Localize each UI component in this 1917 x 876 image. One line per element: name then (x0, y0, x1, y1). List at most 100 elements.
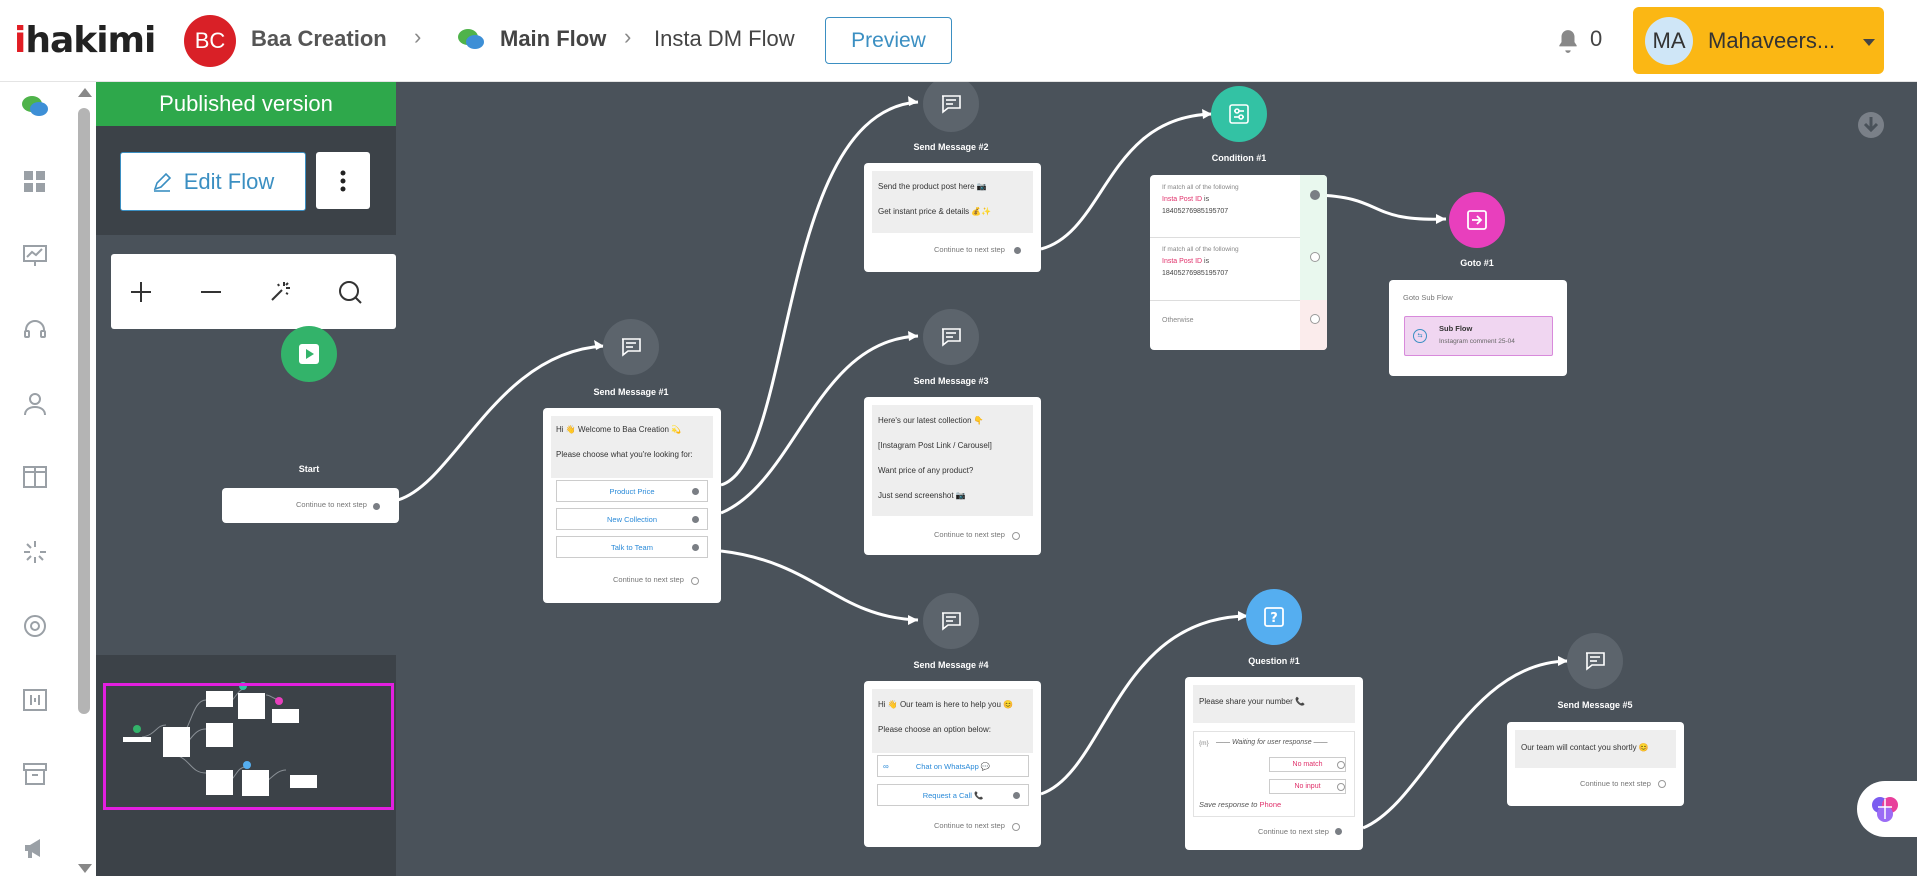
goto-node-card[interactable]: Goto Sub Flow ⇆ Sub Flow Instagram comme… (1389, 280, 1567, 376)
output-port[interactable] (1310, 314, 1320, 324)
reply-button-request-call[interactable]: Request a Call 📞 (877, 784, 1029, 806)
goto-node-icon[interactable] (1449, 192, 1505, 248)
plus-icon (131, 282, 151, 302)
publish-panel: Published version Edit Flow (96, 82, 396, 235)
output-port[interactable] (1014, 247, 1021, 254)
workspace-avatar[interactable]: BC (184, 15, 236, 67)
minimap-viewport[interactable] (103, 683, 394, 810)
preview-button[interactable]: Preview (825, 17, 952, 64)
condition-icon (1229, 104, 1249, 124)
link-icon: ∞ (883, 761, 889, 771)
breadcrumb-chevron-icon: › (624, 24, 632, 49)
save-response-label: Save response to Phone (1199, 800, 1282, 809)
brain-icon (1872, 797, 1898, 822)
dashboard-grid-icon[interactable] (21, 168, 49, 196)
message-bubble: Hi 👋 Welcome to Baa Creation 💫 Please ch… (551, 416, 713, 478)
start-node-icon[interactable] (281, 326, 337, 382)
no-match-branch[interactable]: No match (1269, 757, 1346, 772)
output-port[interactable] (692, 516, 699, 523)
scroll-up-arrow-icon[interactable] (78, 88, 92, 97)
app-logo[interactable]: ihakimi (14, 20, 156, 61)
message-node-icon[interactable] (603, 319, 659, 375)
condition-rule: If match all of the following Insta Post… (1162, 184, 1239, 215)
reply-button-talk-to-team[interactable]: Talk to Team (556, 536, 708, 558)
output-port[interactable] (1310, 252, 1320, 262)
condition-node-card[interactable]: If match all of the following Insta Post… (1150, 175, 1327, 350)
sidebar-scrollbar[interactable] (74, 82, 96, 876)
auto-layout-button[interactable] (264, 276, 296, 308)
condition-node-icon[interactable] (1211, 86, 1267, 142)
no-input-branch[interactable]: No input (1269, 779, 1346, 794)
message-node-title: Send Message #3 (913, 376, 989, 386)
edit-flow-button[interactable]: Edit Flow (120, 152, 306, 211)
output-port[interactable] (692, 488, 699, 495)
output-port[interactable] (1310, 190, 1320, 200)
continue-label: Continue to next step (934, 245, 1005, 254)
chat-bubbles-icon[interactable] (21, 93, 49, 121)
contacts-icon[interactable] (21, 390, 49, 418)
question-prompt: Please share your number 📞 (1193, 685, 1355, 723)
ai-assistant-button[interactable] (1857, 781, 1917, 837)
subflow-target[interactable]: ⇆ Sub Flow Instagram comment 25-04 (1404, 316, 1553, 356)
message-node-card[interactable]: Send the product post here 📷 Get instant… (864, 163, 1041, 272)
megaphone-icon[interactable] (21, 834, 49, 862)
reply-button-whatsapp[interactable]: ∞ Chat on WhatsApp 💬 (877, 755, 1029, 777)
output-port[interactable] (691, 577, 699, 585)
flow-canvas[interactable]: Published version Edit Flow Start Contin (96, 82, 1917, 876)
reply-button-product-price[interactable]: Product Price (556, 480, 708, 502)
output-port[interactable] (1335, 828, 1342, 835)
question-node-card[interactable]: Please share your number 📞 {m} —— Waitin… (1185, 677, 1363, 850)
output-port[interactable] (692, 544, 699, 551)
message-node-card[interactable]: Hi 👋 Our team is here to help you 😊 Plea… (864, 681, 1041, 847)
help-lifebuoy-icon[interactable] (21, 612, 49, 640)
message-node-icon[interactable] (923, 82, 979, 132)
output-port[interactable] (373, 503, 380, 510)
chat-icon (942, 95, 961, 114)
breadcrumb-main-flow[interactable]: Main Flow (500, 26, 607, 51)
output-port[interactable] (1013, 792, 1020, 799)
question-icon: ? (1264, 607, 1284, 627)
output-port[interactable] (1012, 823, 1020, 831)
condition-node-title: Condition #1 (1211, 153, 1267, 163)
start-node-card[interactable]: Continue to next step (222, 488, 399, 523)
arrow-head-icon (594, 340, 604, 350)
analytics-icon[interactable] (21, 242, 49, 270)
message-node-card[interactable]: Our team will contact you shortly 😊 Cont… (1507, 722, 1684, 806)
output-port[interactable] (1658, 780, 1666, 788)
support-headset-icon[interactable] (21, 316, 49, 344)
top-header: ihakimi BC Baa Creation › Main Flow › In… (0, 0, 1917, 82)
zoom-in-button[interactable] (125, 276, 157, 308)
automation-icon[interactable] (21, 538, 49, 566)
scroll-down-arrow-icon[interactable] (78, 864, 92, 873)
search-button[interactable] (334, 276, 366, 308)
message-node-card[interactable]: Hi 👋 Welcome to Baa Creation 💫 Please ch… (543, 408, 721, 603)
user-name: Mahaveers... (1708, 28, 1836, 53)
output-port[interactable] (1337, 761, 1345, 769)
flow-minimap[interactable] (96, 655, 396, 876)
connection-msg1-msg4 (720, 549, 919, 622)
continue-label: Continue to next step (934, 530, 1005, 539)
message-node-card[interactable]: Here's our latest collection 👇 [Instagra… (864, 397, 1041, 555)
message-node-icon[interactable] (923, 593, 979, 649)
question-node-icon[interactable]: ? (1246, 589, 1302, 645)
scrollbar-thumb[interactable] (78, 108, 90, 714)
message-node-title: Send Message #1 (593, 387, 669, 397)
output-port[interactable] (1012, 532, 1020, 540)
search-icon (339, 281, 362, 304)
connection-cond1-goto1 (1315, 193, 1447, 221)
breadcrumb-workspace[interactable]: Baa Creation (251, 26, 387, 51)
connection-msg1-msg3 (720, 334, 919, 515)
download-icon[interactable] (1857, 111, 1885, 139)
zoom-out-button[interactable] (195, 276, 227, 308)
output-port[interactable] (1337, 783, 1345, 791)
more-options-button[interactable] (316, 152, 370, 209)
message-node-icon[interactable] (1567, 633, 1623, 689)
reply-button-new-collection[interactable]: New Collection (556, 508, 708, 530)
archive-icon[interactable] (21, 760, 49, 788)
layout-columns-icon[interactable] (21, 463, 49, 491)
integrations-icon[interactable] (21, 686, 49, 714)
user-menu-button[interactable]: MA Mahaveers... (1633, 7, 1884, 74)
bell-icon[interactable] (1555, 28, 1581, 54)
message-node-icon[interactable] (923, 309, 979, 365)
continue-label: Continue to next step (1258, 827, 1329, 836)
